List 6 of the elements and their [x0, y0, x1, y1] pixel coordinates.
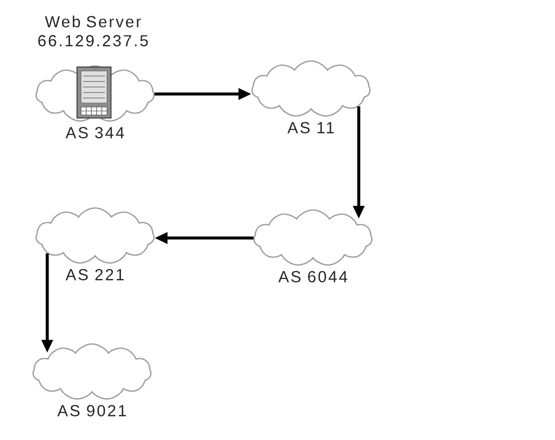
cloud-label: AS 11: [287, 122, 334, 134]
cloud-label: AS 221: [66, 269, 124, 280]
cloud-label: AS 6044: [278, 271, 348, 282]
cloud-label: AS 344: [66, 127, 124, 138]
server-label: Web Server 66.129.237.5: [38, 16, 148, 46]
cloud-label: AS 9021: [57, 405, 126, 416]
